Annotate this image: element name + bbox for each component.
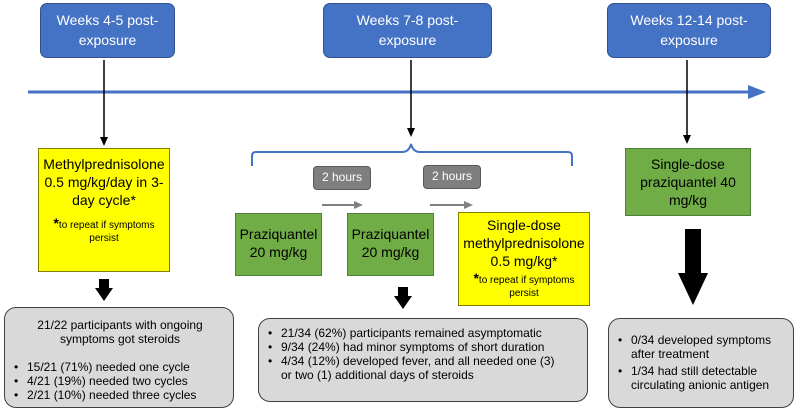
week-box-2: Weeks 7-8 post- exposure xyxy=(323,3,492,58)
outcome-2-bullet: 9/34 (24%) had minor symptoms of short d… xyxy=(265,340,583,354)
single-dose-praziquantel: Single-dose praziquantel 40 mg/kg xyxy=(625,148,751,216)
outcome-1-bullet: 4/21 (19%) needed two cycles xyxy=(11,374,229,388)
outcome-2-bullet: 4/34 (12%) developed fever, and all need… xyxy=(265,354,583,382)
thick-arrow-1 xyxy=(95,288,113,301)
interval-label-2: 2 hours xyxy=(423,165,481,189)
single-dose-methylprednisolone: Single-dose methylprednisolone 0.5 mg/kg… xyxy=(463,217,585,269)
outcome-2-bullet: 21/34 (62%) participants remained asympt… xyxy=(265,326,583,340)
methylprednisolone-box: Methylprednisolone 0.5 mg/kg/day in 3- d… xyxy=(38,148,170,272)
outcome-3-bullet: 1/34 had still detectable circulating an… xyxy=(615,364,789,392)
outcome-3-bullet: 0/34 developed symptoms after treatment xyxy=(615,333,789,361)
outcome-1-bullet: 2/21 (10%) needed three cycles xyxy=(11,388,229,402)
outcome-box-2: 21/34 (62%) participants remained asympt… xyxy=(258,318,588,402)
thick-arrow-3 xyxy=(678,273,708,305)
thick-arrow-2 xyxy=(394,296,412,309)
week-box-3: Weeks 12-14 post- exposure xyxy=(607,3,771,58)
outcome-1-bullet: 15/21 (71%) needed one cycle xyxy=(11,360,229,374)
praziquantel-dose-2: Praziquantel 20 mg/kg xyxy=(347,213,434,276)
outcome-box-1: 21/22 participants with ongoing symptoms… xyxy=(4,307,234,408)
interval-label-1: 2 hours xyxy=(313,166,371,190)
praziquantel-dose-1: Praziquantel 20 mg/kg xyxy=(235,213,322,276)
methylprednisolone-dose: Methylprednisolone 0.5 mg/kg/day in 3- d… xyxy=(43,156,165,208)
repeat-note-2: *to repeat if symptoms persist xyxy=(473,270,575,299)
outcome-box-3: 0/34 developed symptoms after treatment … xyxy=(608,318,794,408)
single-dose-methylprednisolone-box: Single-dose methylprednisolone 0.5 mg/kg… xyxy=(458,212,590,306)
repeat-note: *to repeat if symptoms persist xyxy=(53,215,155,244)
outcome-1-summary: 21/22 participants with ongoing symptoms… xyxy=(37,318,203,346)
brace xyxy=(251,143,573,166)
week-box-1: Weeks 4-5 post- exposure xyxy=(40,3,175,58)
timeline-arrowhead xyxy=(748,85,766,99)
